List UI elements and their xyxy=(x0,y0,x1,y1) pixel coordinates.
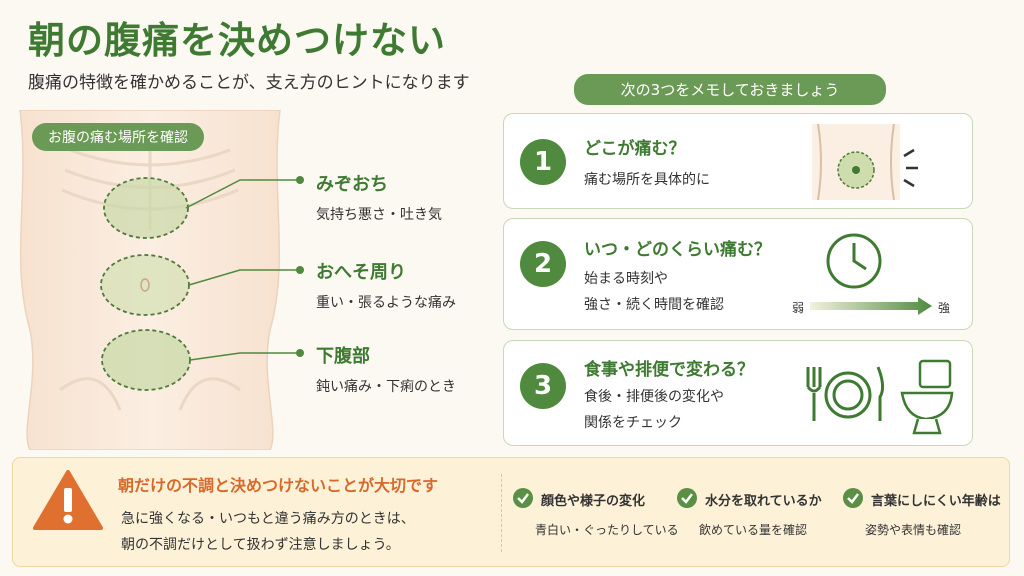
card-answer: 痛む場所を具体的に xyxy=(584,172,710,188)
card-question: 食事や排便で変わる？ xyxy=(584,360,754,380)
warning-line: 急に強くなる・いつもと違う痛み方のときは、 xyxy=(121,511,415,527)
body-map-label: お腹の痛む場所を確認 xyxy=(32,123,204,151)
abdomen-illustration xyxy=(0,110,300,450)
card-answer: 始まる時刻や xyxy=(584,271,668,287)
check-item: 水分を取れているか 飲めている量を確認 xyxy=(677,488,822,538)
location-title: みぞおち xyxy=(316,174,388,195)
location-title: 下腹部 xyxy=(316,346,370,367)
checkmark-icon xyxy=(513,488,533,508)
location-desc: 重い・張るような痛み xyxy=(316,295,456,311)
leader-dots xyxy=(296,176,304,357)
check-item: 顔色や様子の変化 青白い・ぐったりしている xyxy=(513,488,679,538)
clock-icon xyxy=(826,233,882,289)
step-number: 3 xyxy=(520,363,566,409)
warning-line: 朝の不調だけとして扱わず注意しましょう。 xyxy=(121,537,400,553)
abdomen-target-icon xyxy=(812,123,918,201)
card-question: どこが痛む？ xyxy=(584,139,686,159)
scale-weak-label: 弱 xyxy=(792,301,805,315)
memo-card-3: 3 食事や排便で変わる？ 食後・排便後の変化や 関係をチェック xyxy=(503,340,973,446)
memo-label: 次の3つをメモしておきましょう xyxy=(574,74,886,105)
memo-card-1: 1 どこが痛む？ 痛む場所を具体的に xyxy=(503,113,973,209)
location-desc: 気持ち悪さ・吐き気 xyxy=(316,207,442,223)
warning-text: 急に強くなる・いつもと違う痛み方のときは、 朝の不調だけとして扱わず注意しましょ… xyxy=(121,506,415,558)
check-item: 言葉にしにくい年齢は 姿勢や表情も確認 xyxy=(843,488,1001,538)
checkmark-icon xyxy=(677,488,697,508)
check-desc: 青白い・ぐったりしている xyxy=(535,523,679,537)
check-title: 言葉にしにくい年齢は xyxy=(871,494,1001,509)
location-lower-abdomen: 下腹部 鈍い痛み・下痢のとき xyxy=(316,342,456,396)
page-title: 朝の腹痛を決めつけない xyxy=(28,19,446,62)
scale-strong-label: 強 xyxy=(938,301,951,315)
warning-title: 朝だけの不調と決めつけないことが大切です xyxy=(118,476,439,495)
warning-panel: 朝だけの不調と決めつけないことが大切です 急に強くなる・いつもと違う痛み方のとき… xyxy=(12,457,1010,567)
checkmark-icon xyxy=(843,488,863,508)
location-epigastric: みぞおち 気持ち悪さ・吐き気 xyxy=(316,170,442,224)
location-title: おへそ周り xyxy=(316,262,406,283)
step-number: 1 xyxy=(520,139,566,185)
card-question: いつ・どのくらい痛む？ xyxy=(584,240,771,260)
navel-mark xyxy=(140,278,150,292)
step-number: 2 xyxy=(520,241,566,287)
epigastric-region xyxy=(103,177,189,239)
meal-and-toilet-icon xyxy=(806,359,954,435)
warning-triangle-icon xyxy=(33,470,103,530)
memo-card-2: 2 いつ・どのくらい痛む？ 始まる時刻や 強さ・続く時間を確認 弱 強 xyxy=(503,218,973,330)
page-subtitle: 腹痛の特徴を確かめることが、支え方のヒントになります xyxy=(28,73,470,93)
card-answer: 関係をチェック xyxy=(584,415,682,431)
card-answer: 強さ・続く時間を確認 xyxy=(584,297,724,313)
card-answer: 食後・排便後の変化や xyxy=(584,389,724,405)
check-title: 水分を取れているか xyxy=(705,494,822,509)
divider xyxy=(501,474,502,552)
check-title: 顔色や様子の変化 xyxy=(541,494,646,509)
location-desc: 鈍い痛み・下痢のとき xyxy=(316,379,456,395)
check-desc: 飲めている量を確認 xyxy=(699,523,808,537)
check-desc: 姿勢や表情も確認 xyxy=(865,523,962,537)
location-navel: おへそ周り 重い・張るような痛み xyxy=(316,258,456,312)
intensity-arrow-icon xyxy=(810,297,932,315)
